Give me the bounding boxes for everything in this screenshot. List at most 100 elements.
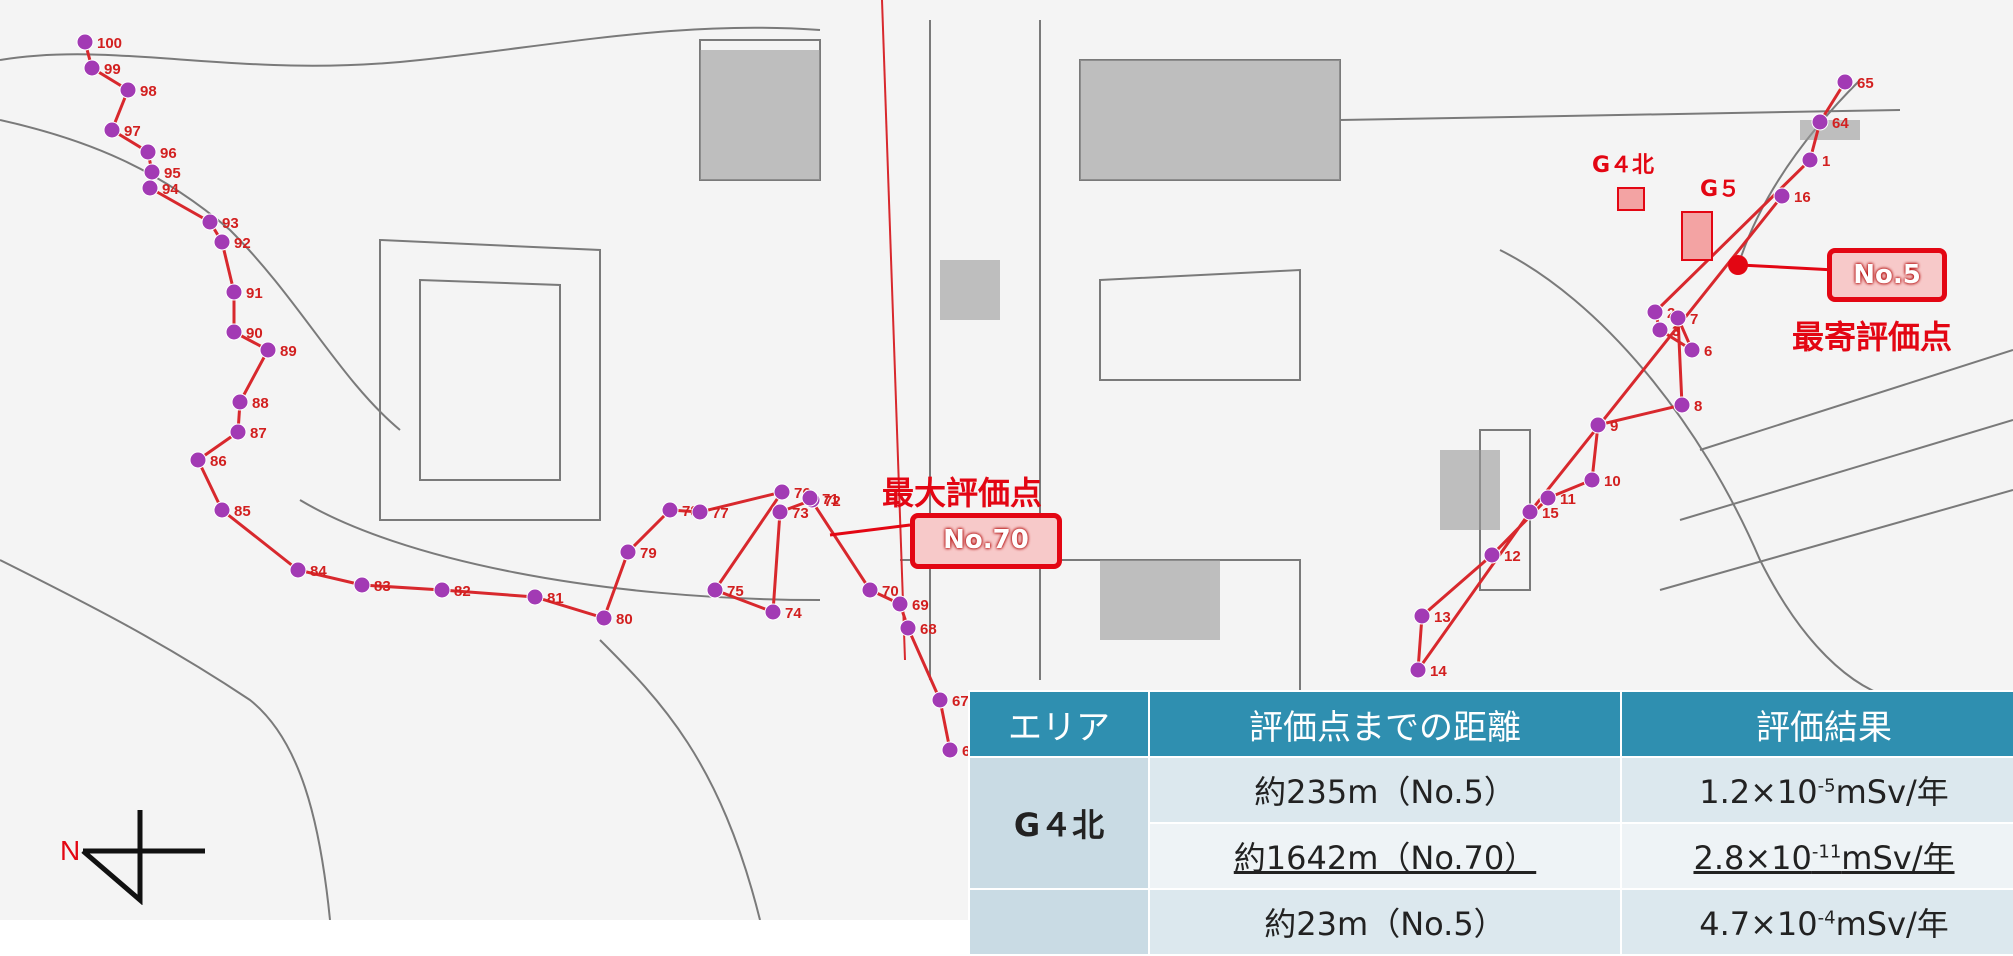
distance-cell: 約1642m（No.70） — [1148, 822, 1622, 890]
waypoint-label: 82 — [454, 583, 471, 600]
waypoint-label: 72 — [824, 493, 841, 510]
waypoint-label: 89 — [280, 343, 297, 360]
nearest-point-marker — [1728, 255, 1748, 275]
waypoint-label: 64 — [1832, 115, 1849, 132]
waypoint-label: 93 — [222, 215, 239, 232]
waypoint-label: 79 — [640, 545, 657, 562]
waypoint-label: 71 — [822, 491, 839, 508]
waypoint-label: 8 — [1694, 398, 1702, 415]
waypoint-label: 90 — [246, 325, 263, 342]
waypoint-marker — [1483, 546, 1501, 564]
g5-area-label: G５ — [1700, 177, 1740, 202]
waypoint-marker — [353, 576, 371, 594]
waypoint-label: 92 — [234, 235, 251, 252]
waypoint-marker — [1646, 303, 1664, 321]
waypoint-label: 75 — [727, 583, 744, 600]
area-cell: G４北 — [968, 756, 1150, 890]
waypoint-label: 80 — [616, 611, 633, 628]
survey-route-east — [1416, 81, 1847, 676]
waypoint-marker — [225, 323, 243, 341]
waypoint-marker — [691, 503, 709, 521]
waypoint-marker — [1409, 661, 1427, 679]
g4n-area-label: G４北 — [1592, 153, 1654, 178]
waypoint-label: 74 — [785, 605, 802, 622]
waypoint-marker — [1683, 341, 1701, 359]
waypoint-marker — [289, 561, 307, 579]
building-blocks — [700, 50, 1860, 640]
waypoint-label: 6 — [1704, 343, 1712, 360]
waypoint-marker — [1521, 503, 1539, 521]
waypoint-label: 65 — [1857, 75, 1874, 92]
result-exponent: -11 — [1811, 841, 1842, 863]
waypoint-label: 12 — [1504, 548, 1521, 565]
result-unit: mSv/年 — [1841, 839, 1955, 877]
waypoint-marker — [619, 543, 637, 561]
waypoint-marker — [706, 581, 724, 599]
result-unit: mSv/年 — [1835, 905, 1949, 943]
waypoint-marker — [119, 81, 137, 99]
header-result: 評価結果 — [1620, 690, 2013, 758]
waypoint-label: 3 — [1672, 323, 1680, 340]
waypoint-label: 94 — [162, 181, 179, 198]
waypoint-marker — [899, 619, 917, 637]
waypoint-marker — [433, 581, 451, 599]
waypoint-marker — [139, 143, 157, 161]
waypoint-marker — [771, 503, 789, 521]
waypoint-label: 87 — [250, 425, 267, 442]
waypoint-label: 84 — [310, 563, 327, 580]
distance-cell: 約235m（No.5） — [1148, 756, 1622, 824]
waypoint-label: 70 — [882, 583, 899, 600]
header-distance: 評価点までの距離 — [1148, 690, 1622, 758]
waypoint-marker — [229, 423, 247, 441]
waypoint-marker — [861, 581, 879, 599]
waypoint-label: 7 — [1690, 311, 1698, 328]
waypoint-label: 88 — [252, 395, 269, 412]
waypoint-marker — [764, 603, 782, 621]
waypoint-marker — [801, 489, 819, 507]
max-point-leader — [829, 523, 911, 537]
result-exponent: -4 — [1817, 907, 1836, 929]
waypoint-marker — [1651, 321, 1669, 339]
g4n-area-rect — [1617, 187, 1645, 211]
waypoint-label: 73 — [792, 505, 809, 522]
waypoint-label: 91 — [246, 285, 263, 302]
waypoint-label: 95 — [164, 165, 181, 182]
waypoint-marker — [931, 691, 949, 709]
north-arrow: N — [60, 810, 205, 905]
g5-area-rect — [1681, 211, 1713, 261]
waypoint-marker — [213, 501, 231, 519]
waypoint-marker — [76, 33, 94, 51]
waypoint-marker — [661, 501, 679, 519]
waypoint-label: 68 — [920, 621, 937, 638]
waypoint-marker — [1673, 396, 1691, 414]
waypoint-label: 16 — [1794, 189, 1811, 206]
waypoint-label: 1 — [1822, 153, 1830, 170]
nearest-point-box: No.5 — [1827, 248, 1947, 302]
result-unit: mSv/年 — [1835, 773, 1949, 811]
result-base: 2.8×10 — [1693, 839, 1812, 877]
waypoint-marker — [1801, 151, 1819, 169]
waypoint-marker — [201, 213, 219, 231]
waypoint-marker — [189, 451, 207, 469]
result-cell: 1.2×10-5mSv/年 — [1620, 756, 2013, 824]
waypoint-label: 10 — [1604, 473, 1621, 490]
waypoint-marker — [231, 393, 249, 411]
table-row: 約1642m（No.70） 2.8×10-11mSv/年 — [969, 822, 2013, 890]
waypoint-marker — [891, 595, 909, 613]
waypoint-label: 85 — [234, 503, 251, 520]
waypoint-marker — [1589, 416, 1607, 434]
waypoint-label: 97 — [124, 123, 141, 140]
result-base: 1.2×10 — [1699, 773, 1818, 811]
waypoint-label: 98 — [140, 83, 157, 100]
waypoint-marker — [1583, 471, 1601, 489]
result-base: 4.7×10 — [1699, 905, 1818, 943]
table-header-row: エリア 評価点までの距離 評価結果 — [968, 690, 2013, 758]
area-cell — [968, 888, 1150, 956]
max-point-box: No.70 — [910, 513, 1062, 569]
north-label: N — [60, 835, 80, 866]
waypoint-marker — [143, 163, 161, 181]
waypoint-marker — [1811, 113, 1829, 131]
nearest-point-title: 最寄評価点 — [1792, 318, 1953, 356]
nearest-point-leader — [1739, 263, 1836, 272]
waypoint-marker — [526, 588, 544, 606]
